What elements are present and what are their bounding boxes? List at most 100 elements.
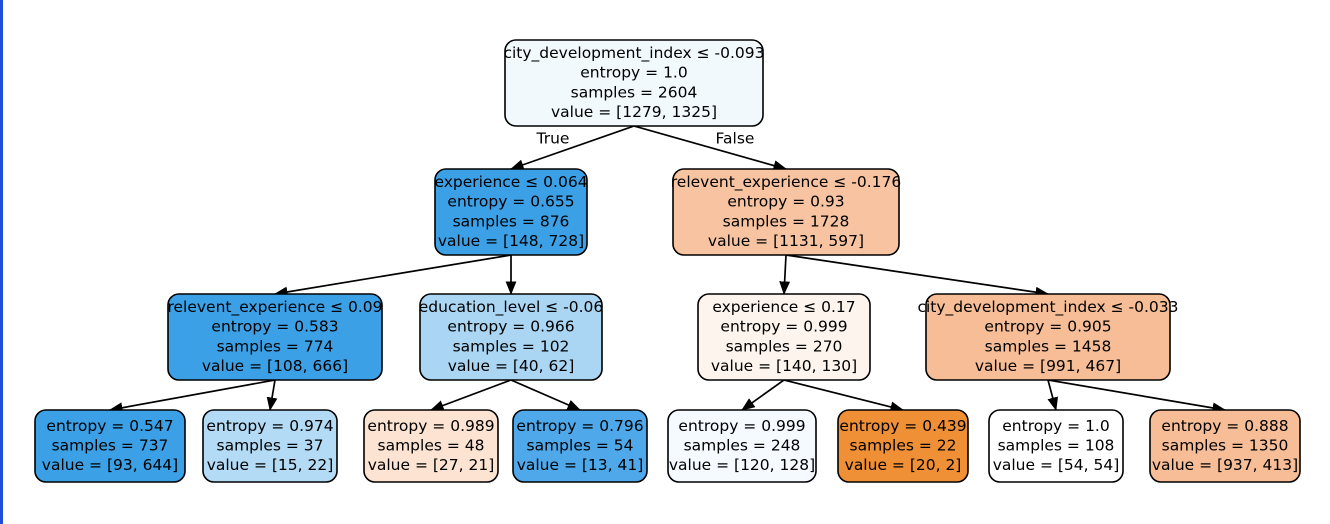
tree-edge-n2-to-n5: [779, 254, 791, 296]
node-l2-value: value = [15, 22]: [207, 456, 334, 474]
node-l5-samples: samples = 248: [684, 437, 801, 455]
node-n0-samples: samples = 2604: [571, 83, 698, 101]
node-n6-value: value = [991, 467]: [975, 357, 1121, 375]
node-box-n4: [419, 293, 603, 381]
node-n1-entropy: entropy = 0.655: [447, 193, 574, 211]
tree-edge-n6-to-l8: [1047, 379, 1227, 414]
node-l5-entropy: entropy = 0.999: [678, 417, 805, 435]
node-n1-samples: samples = 876: [453, 212, 570, 230]
node-n0-entropy: entropy = 1.0: [580, 64, 687, 82]
tree-edge-labels-layer: True False: [536, 130, 755, 148]
node-l4-entropy: entropy = 0.796: [516, 417, 643, 435]
node-box-n0: [504, 39, 764, 127]
tree-edges-layer: [108, 125, 1227, 414]
node-l8-samples: samples = 1350: [1162, 437, 1289, 455]
node-n5-samples: samples = 270: [726, 337, 843, 355]
node-n6-samples: samples = 1458: [985, 337, 1112, 355]
node-n2-samples: samples = 1728: [723, 212, 850, 230]
node-n6-entropy: entropy = 0.905: [984, 318, 1111, 336]
node-n5-entropy: entropy = 0.999: [720, 318, 847, 336]
tree-edge-n5-to-l6: [783, 379, 904, 413]
node-l2-entropy: entropy = 0.974: [206, 417, 333, 435]
node-l5-value: value = [120, 128]: [669, 456, 815, 474]
node-n3-samples: samples = 774: [217, 337, 334, 355]
node-n2-condition: relevent_experience ≤ -0.176: [671, 173, 902, 192]
node-n4-condition: education_level ≤ -0.06: [419, 298, 603, 317]
tree-node-n1[interactable]: experience ≤ 0.064 entropy = 0.655samples…: [434, 168, 588, 256]
node-n4-samples: samples = 102: [453, 337, 570, 355]
node-box-n6: [925, 293, 1171, 381]
tree-edge-n3-to-l2: [266, 379, 278, 412]
node-n2-value: value = [1131, 597]: [708, 232, 864, 250]
node-l6-samples: samples = 22: [850, 437, 957, 455]
tree-edge-n2-to-n6: [785, 254, 1050, 298]
node-l4-samples: samples = 54: [527, 437, 634, 455]
node-l6-entropy: entropy = 0.439: [839, 417, 966, 435]
node-l4-value: value = [13, 41]: [517, 456, 644, 474]
node-box-l5: [667, 409, 817, 483]
tree-edge-n1-to-n3: [273, 254, 512, 298]
node-box-l4: [512, 409, 648, 483]
tree-edge-n4-to-l4: [510, 379, 581, 411]
node-n5-condition: experience ≤ 0.17: [712, 298, 855, 316]
node-box-l6: [837, 409, 969, 483]
tree-edge-n6-to-l7: [1047, 379, 1059, 411]
node-n0-value: value = [1279, 1325]: [551, 103, 717, 121]
tree-edge-n5-to-l5: [741, 379, 785, 411]
node-l1-samples: samples = 737: [52, 437, 169, 455]
tree-edge-n4-to-l3: [430, 379, 512, 411]
tree-node-n5[interactable]: experience ≤ 0.17 entropy = 0.999samples …: [697, 293, 871, 381]
node-box-l8: [1149, 409, 1301, 483]
node-box-l1: [34, 409, 186, 483]
node-l1-entropy: entropy = 0.547: [46, 417, 173, 435]
node-n4-value: value = [40, 62]: [448, 357, 575, 375]
node-l3-samples: samples = 48: [378, 437, 485, 455]
node-box-n5: [697, 293, 871, 381]
node-l7-value: value = [54, 54]: [993, 456, 1120, 474]
node-n3-condition: relevent_experience ≤ 0.09: [167, 298, 382, 317]
node-l8-value: value = [937, 413]: [1152, 456, 1298, 474]
node-box-l3: [363, 409, 499, 483]
node-l2-samples: samples = 37: [217, 437, 324, 455]
node-l6-value: value = [20, 2]: [845, 456, 962, 474]
node-box-l2: [202, 409, 338, 483]
node-box-l7: [988, 409, 1124, 483]
node-l7-entropy: entropy = 1.0: [1002, 417, 1109, 435]
node-box-n1: [434, 168, 588, 256]
tree-edge-n0-to-n1: [510, 125, 635, 170]
node-l8-entropy: entropy = 0.888: [1161, 417, 1288, 435]
node-l3-value: value = [27, 21]: [368, 456, 495, 474]
node-n3-entropy: entropy = 0.583: [211, 318, 338, 336]
edge-label-false: False: [716, 130, 755, 148]
node-n4-entropy: entropy = 0.966: [447, 318, 574, 336]
figure-left-accent-border: [0, 0, 3, 524]
node-l1-value: value = [93, 644]: [42, 456, 178, 474]
node-l7-samples: samples = 108: [998, 437, 1115, 455]
node-n6-condition: city_development_index ≤ -0.033: [917, 298, 1178, 317]
edge-label-true: True: [536, 130, 570, 148]
node-n1-condition: experience ≤ 0.064: [434, 173, 587, 191]
tree-edge-n3-to-l1: [108, 379, 276, 414]
node-l3-entropy: entropy = 0.989: [367, 417, 494, 435]
node-box-n3: [167, 293, 383, 381]
node-n2-entropy: entropy = 0.93: [727, 193, 844, 211]
node-n1-value: value = [148, 728]: [438, 232, 584, 250]
node-n0-condition: city_development_index ≤ -0.093: [503, 44, 764, 63]
tree-edge-n0-to-n2: [633, 125, 787, 171]
